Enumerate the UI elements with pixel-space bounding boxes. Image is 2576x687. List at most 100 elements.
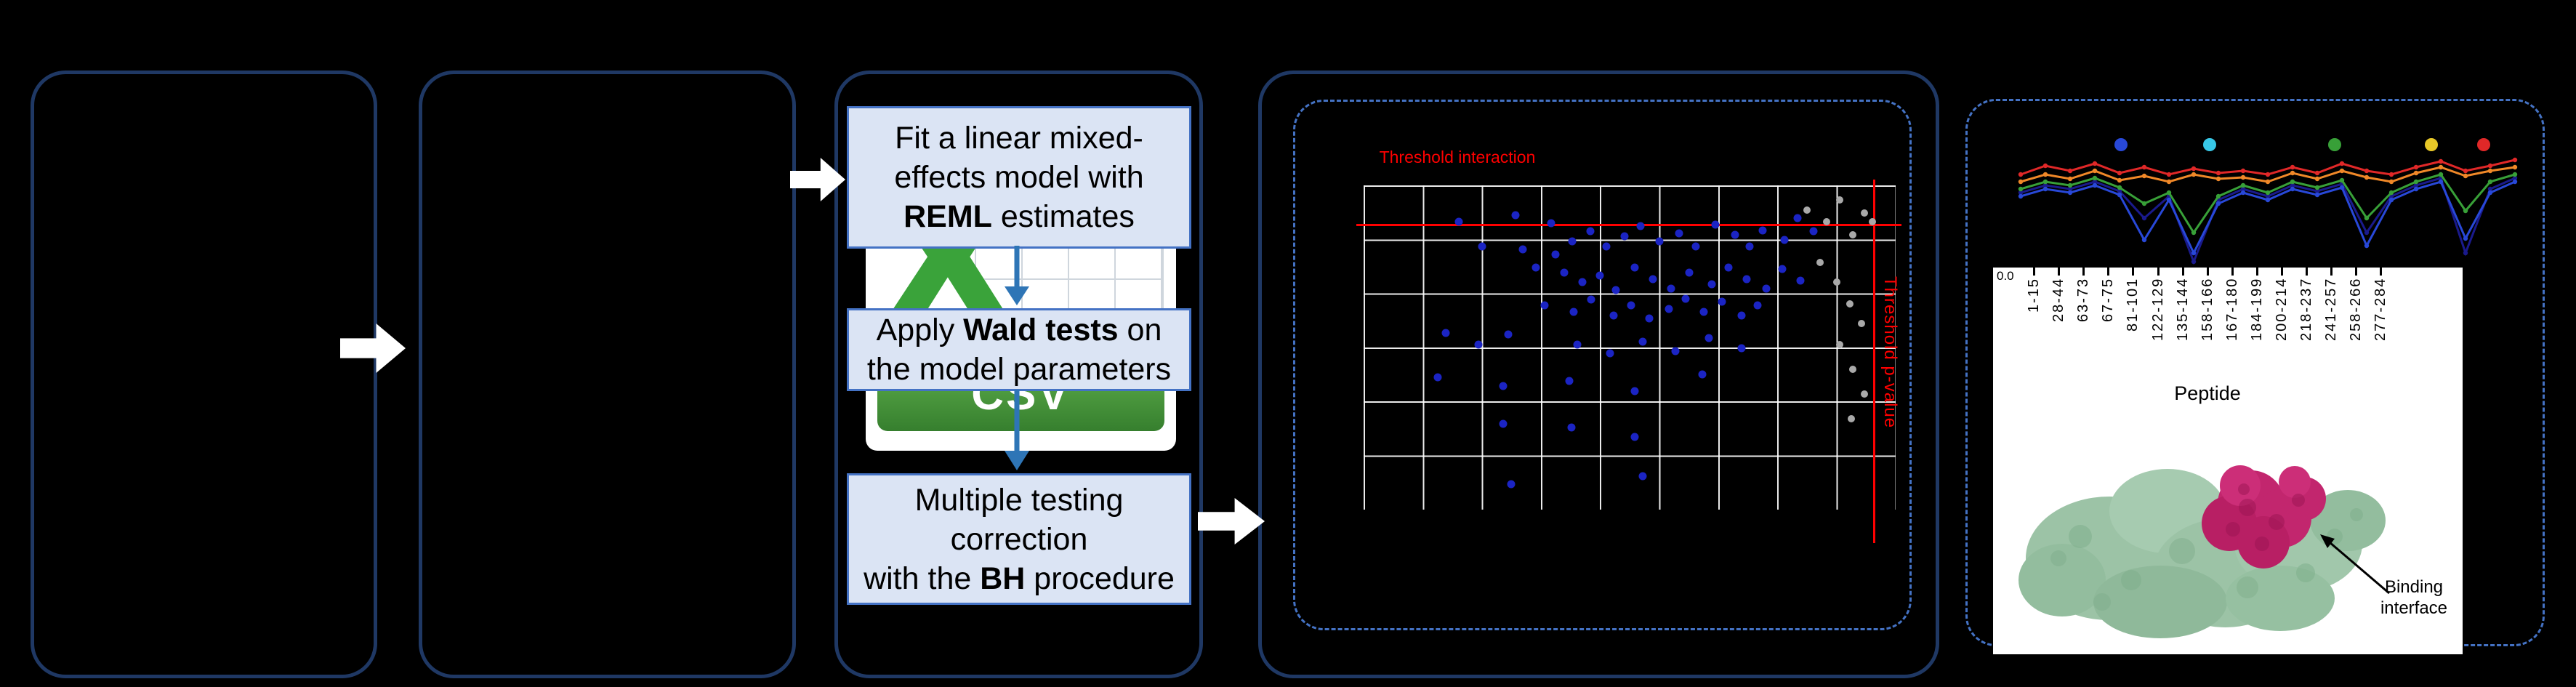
scatter-point-blue: [1645, 314, 1654, 323]
scatter-point-blue: [1573, 340, 1582, 349]
flow-arrow-down-1-icon: [1005, 246, 1029, 305]
process-box-line: the model parameters: [866, 352, 1172, 387]
scatter-point-blue: [1511, 211, 1520, 220]
scatter-point-blue: [1569, 308, 1578, 316]
uptake-series-marker: [2463, 236, 2468, 241]
scatter-point-blue: [1587, 295, 1595, 304]
process-box-line: effects model with: [894, 160, 1144, 195]
process-box-wald: Apply Wald tests on the model parameters: [847, 308, 1191, 391]
uptake-series-marker: [2364, 215, 2370, 221]
uptake-series-marker: [2240, 186, 2246, 192]
scatter-point-blue: [1636, 222, 1645, 230]
uptake-series-marker: [2413, 179, 2419, 185]
scatter-point-blue: [1737, 311, 1746, 320]
scatter-point-blue: [1691, 242, 1700, 251]
scatter-point-blue: [1707, 280, 1716, 289]
uptake-series-marker: [2512, 157, 2518, 163]
panel-scatter-output: [1258, 71, 1939, 678]
scatter-point-blue: [1698, 370, 1707, 379]
uptake-series-marker: [2413, 186, 2419, 192]
x-axis-tick: [2181, 268, 2184, 276]
uptake-series-marker: [2215, 201, 2221, 206]
scatter-point-blue: [1433, 373, 1442, 382]
annotation-line-2: interface: [2380, 598, 2448, 618]
timepoint-legend-dot: [2114, 138, 2128, 151]
scatter-point-blue: [1531, 263, 1540, 272]
scatter-point-blue: [1609, 311, 1618, 320]
uptake-series-marker: [2191, 259, 2197, 265]
uptake-series-marker: [2141, 173, 2147, 179]
uptake-series-marker: [2290, 164, 2295, 170]
uptake-series-marker: [2166, 179, 2172, 185]
flow-arrow-right-3-icon: [1198, 498, 1265, 545]
uptake-series-marker: [2265, 179, 2271, 185]
scatter-point-blue: [1474, 340, 1483, 349]
uptake-series-marker: [2438, 179, 2444, 185]
uptake-series-marker: [2215, 193, 2221, 199]
uptake-series-marker: [2092, 182, 2098, 188]
scatter-point-blue: [1602, 242, 1611, 251]
uptake-series-marker: [2191, 166, 2197, 172]
binding-interface-region: [2202, 465, 2326, 569]
uptake-series-marker: [2463, 168, 2468, 174]
uptake-series-marker: [2512, 179, 2518, 185]
process-box-line: Apply Wald tests on: [876, 313, 1162, 347]
scatter-point-blue: [1578, 278, 1587, 286]
uptake-series-marker: [2067, 190, 2073, 196]
scatter-point-blue: [1540, 301, 1549, 310]
process-box-line: with the BH procedure: [864, 561, 1175, 596]
x-axis-tick: [2132, 268, 2135, 276]
uptake-series-marker: [2117, 192, 2122, 198]
uptake-series-marker: [2339, 185, 2345, 190]
uptake-series-marker: [2166, 197, 2172, 203]
scatter-point-blue: [1711, 220, 1720, 229]
uptake-series-marker: [2388, 197, 2394, 203]
uptake-series-marker: [2314, 188, 2320, 194]
x-axis-tick: [2058, 268, 2061, 276]
uptake-series-marker: [2265, 190, 2271, 196]
uptake-series-marker: [2240, 190, 2246, 196]
uptake-series-marker: [2388, 179, 2394, 185]
protein-surface: [2018, 469, 2386, 638]
uptake-series-marker: [2018, 172, 2024, 177]
threshold-interaction-line: [1356, 224, 1901, 226]
scatter-point-blue: [1627, 301, 1635, 310]
x-axis-tick: [2281, 268, 2283, 276]
uptake-series-marker: [2018, 179, 2024, 185]
uptake-series-marker: [2240, 168, 2246, 174]
scatter-point-blue: [1671, 347, 1680, 355]
scatter-point-blue: [1655, 237, 1664, 246]
scatter-point-gray: [1849, 231, 1856, 238]
scatter-point-blue: [1665, 305, 1673, 313]
process-box-line: Multiple testing: [914, 482, 1124, 518]
scatter-point-gray: [1848, 415, 1855, 422]
uptake-series-marker: [2018, 186, 2024, 192]
scatter-point-blue: [1586, 227, 1595, 236]
uptake-series-marker: [2092, 168, 2098, 174]
uptake-series-marker: [2314, 192, 2320, 198]
scatter-point-blue: [1638, 337, 1647, 346]
uptake-series-marker: [2339, 168, 2345, 174]
dashed-output-box-1: [1293, 100, 1912, 630]
scatter-points-layer: [1364, 185, 1896, 510]
uptake-series-marker: [2166, 172, 2172, 177]
uptake-series-marker: [2438, 164, 2444, 170]
uptake-series-marker: [2463, 208, 2468, 214]
scatter-point-gray: [1869, 218, 1876, 225]
uptake-series-marker: [2487, 179, 2493, 185]
uptake-series-marker: [2117, 170, 2122, 176]
uptake-series-marker: [2141, 215, 2147, 221]
uptake-series-marker: [2067, 182, 2073, 188]
threshold-pvalue-label: Threshold p-value: [1880, 276, 1900, 429]
uptake-series-marker: [2413, 182, 2419, 188]
scatter-point-blue: [1620, 232, 1629, 241]
uptake-series-marker: [2487, 163, 2493, 169]
scatter-point-blue: [1611, 286, 1620, 294]
uptake-series-marker: [2388, 172, 2394, 177]
uptake-series-marker: [2339, 177, 2345, 183]
uptake-series-marker: [2438, 158, 2444, 164]
scatter-point-blue: [1565, 377, 1574, 385]
scatter-point-blue: [1630, 263, 1639, 272]
scatter-plot-grid: [1364, 185, 1896, 510]
uptake-series-marker: [2413, 164, 2419, 170]
